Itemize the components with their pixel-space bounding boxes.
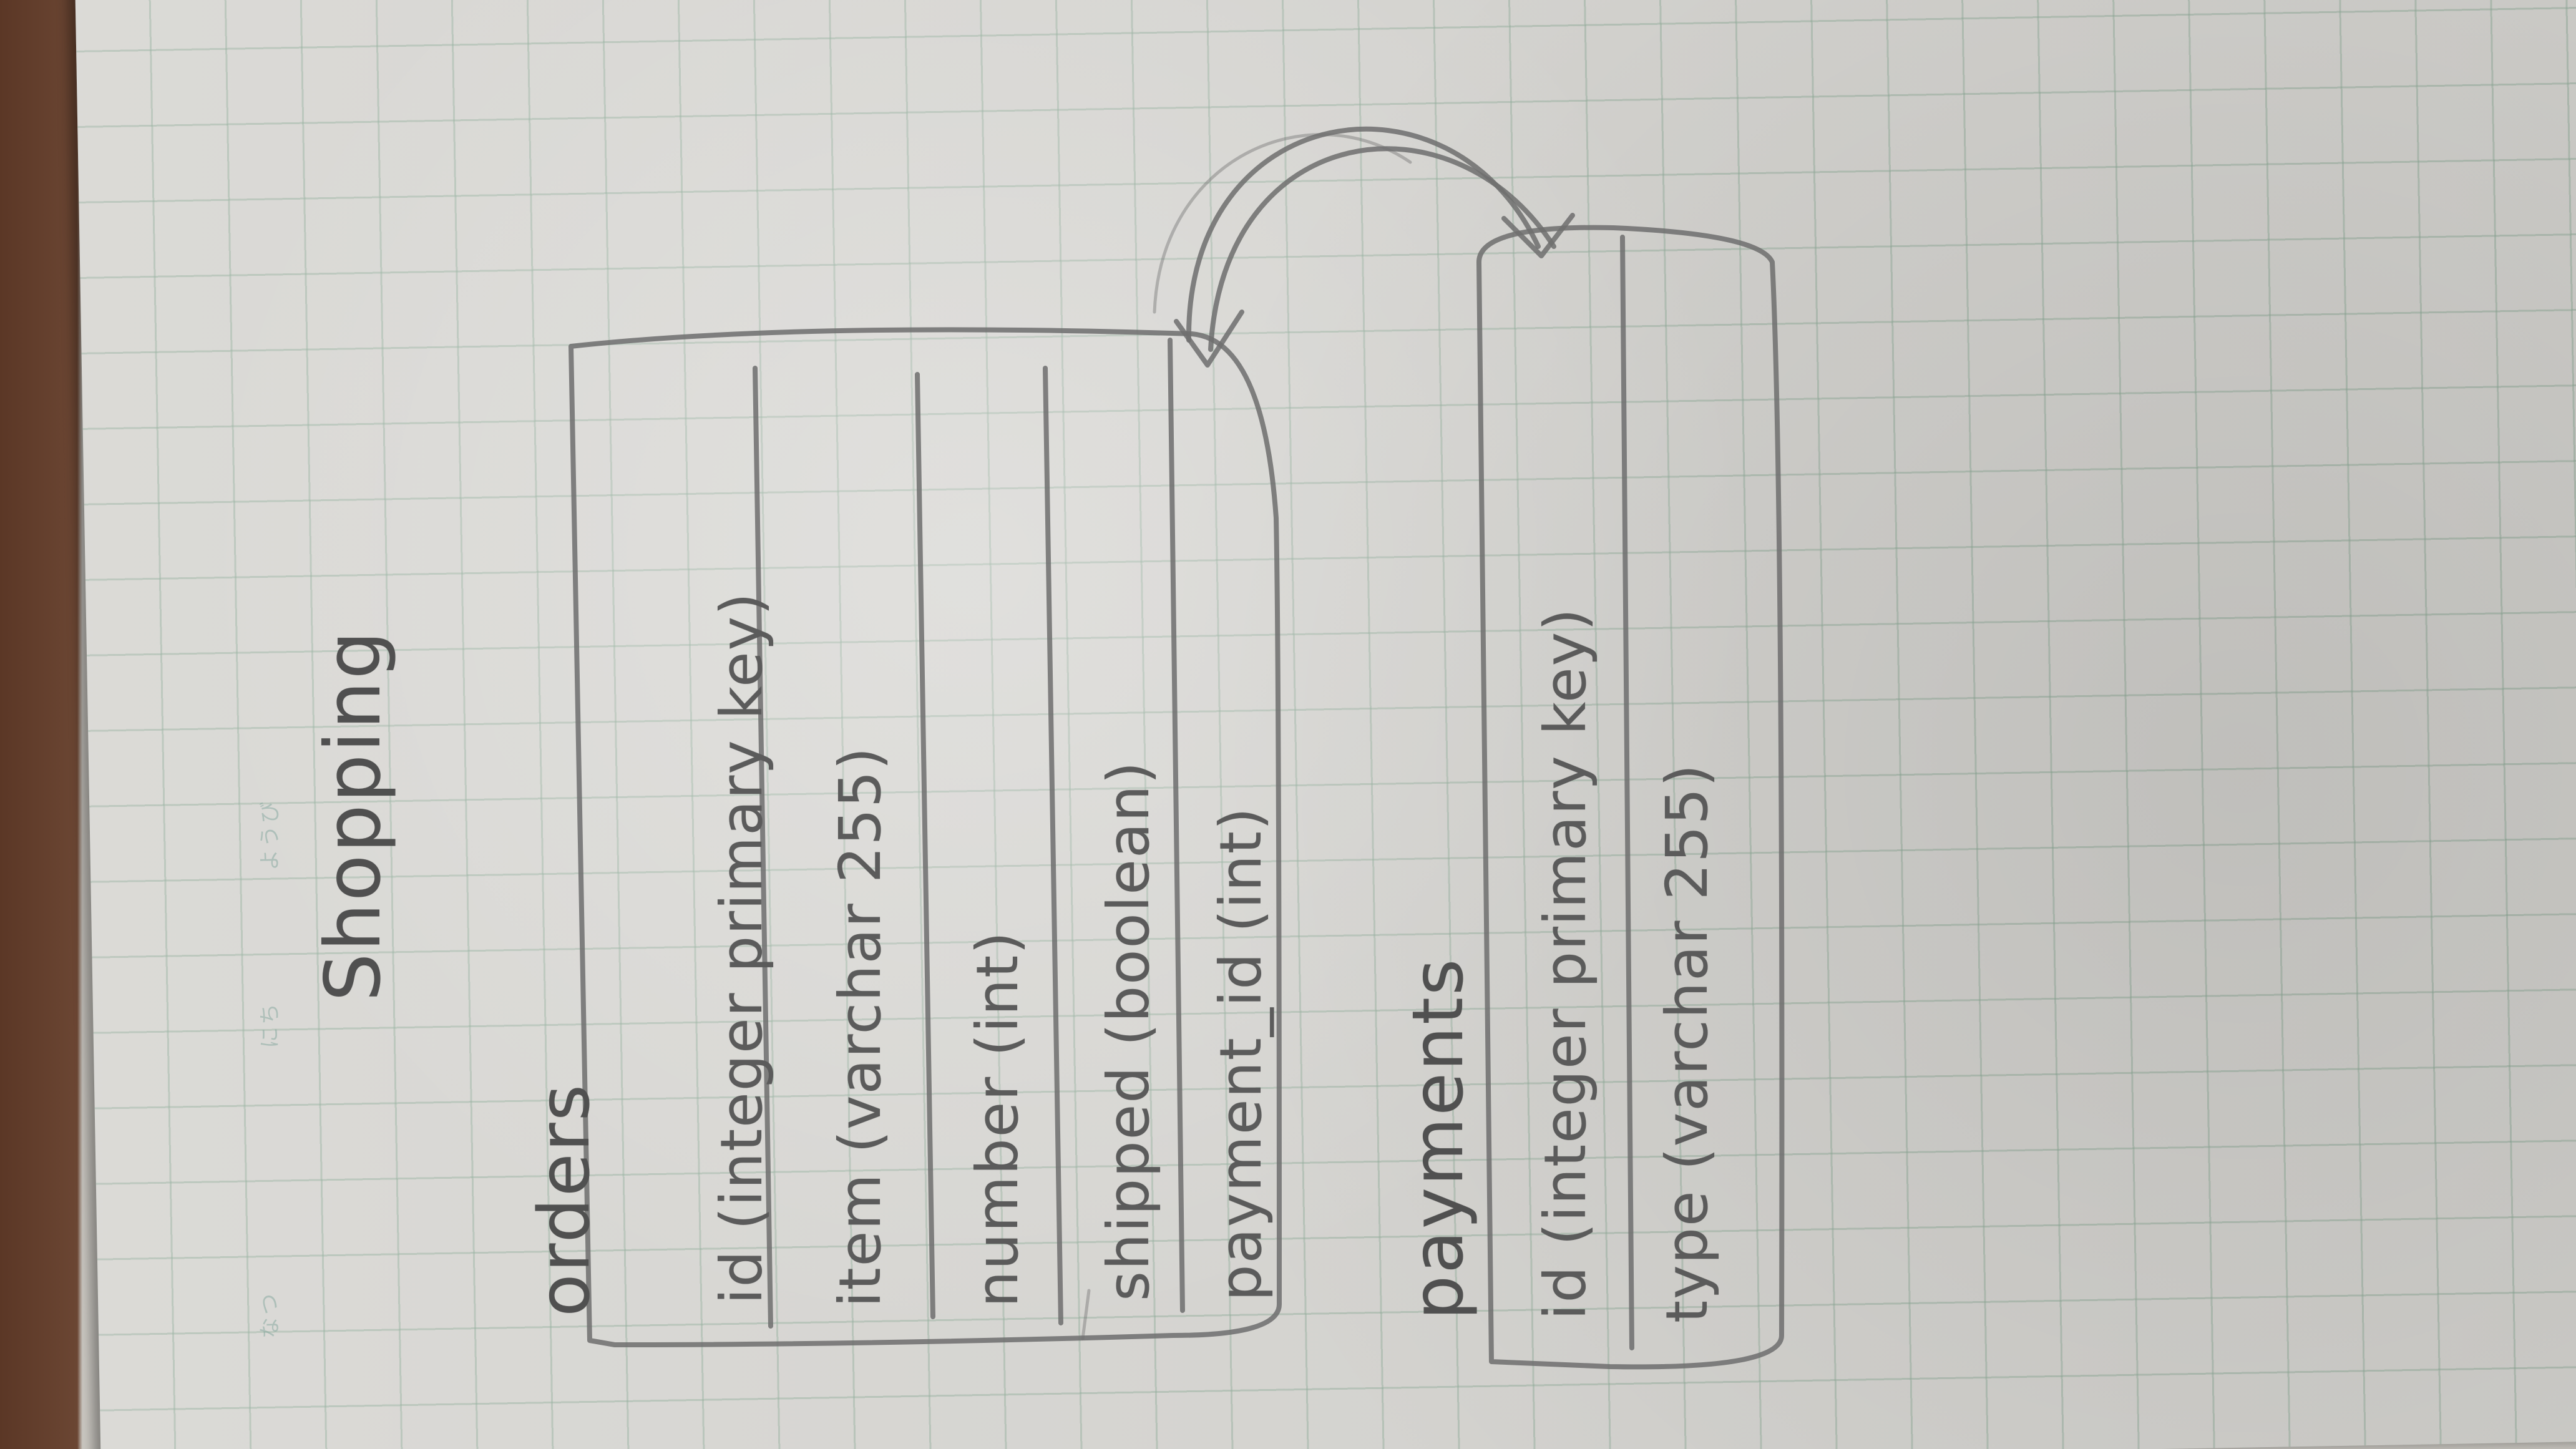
- orders-column-payment-id: payment_id (int): [1208, 806, 1274, 1301]
- orders-column-id: id (integer primary key): [708, 592, 775, 1304]
- orders-table-outline: [568, 327, 1282, 1347]
- orders-table-title: orders: [524, 1083, 605, 1317]
- orders-row-divider: [753, 366, 773, 1329]
- orders-column-item: item (varchar 255): [827, 746, 894, 1307]
- orders-row-divider: [1043, 366, 1063, 1325]
- arrowhead-left: [1501, 213, 1575, 258]
- payments-table-title: payments: [1398, 957, 1479, 1320]
- payments-row-divider: [1620, 235, 1634, 1350]
- orders-row-divider: [1168, 338, 1185, 1313]
- payments-column-type: type (varchar 255): [1654, 763, 1720, 1323]
- payments-table-outline: [1476, 225, 1785, 1370]
- faint-curve: [1153, 133, 1412, 314]
- orders-light-divider: [1081, 1289, 1091, 1340]
- foreign-key-arrow-retrace: [1208, 146, 1556, 352]
- diagram-title: Shopping: [309, 629, 398, 1002]
- arrowhead-right: [1174, 310, 1244, 368]
- orders-column-number: number (int): [964, 930, 1031, 1307]
- orders-column-shipped: shipped (boolean): [1095, 760, 1162, 1301]
- payments-column-id: id (integer primary key): [1532, 607, 1599, 1320]
- orders-row-divider: [915, 372, 935, 1319]
